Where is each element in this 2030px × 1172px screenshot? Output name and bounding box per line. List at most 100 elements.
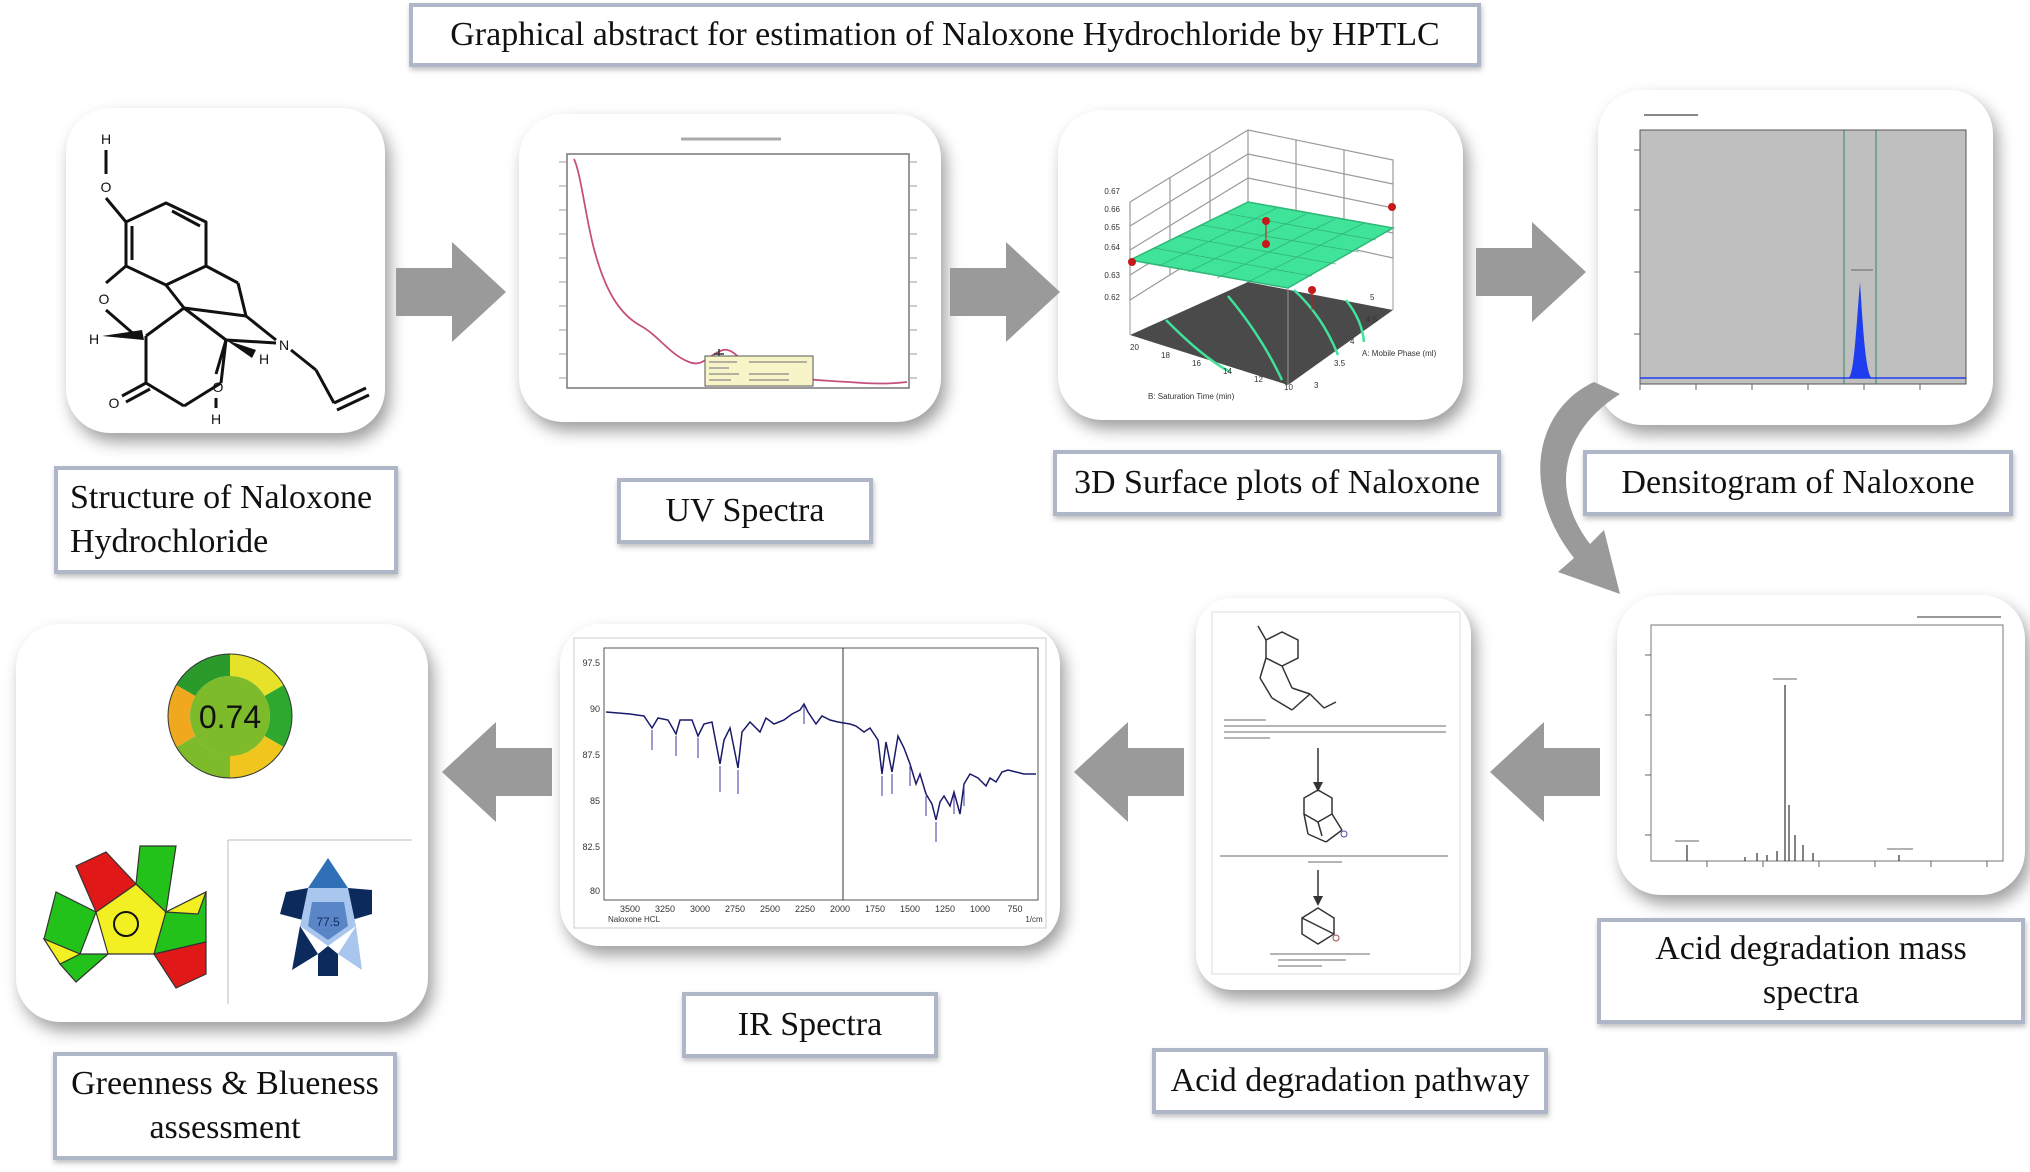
abstract-title-text: Graphical abstract for estimation of Nal… bbox=[450, 16, 1440, 53]
ir-transmittance-trace bbox=[605, 702, 1036, 821]
z-tick-2: 0.66 bbox=[1104, 205, 1120, 214]
label-structure: Structure of Naloxone Hydrochloride bbox=[54, 466, 398, 574]
degradation-pathway-card bbox=[1196, 598, 1471, 990]
ir-x-tick-7: 2000 bbox=[830, 904, 850, 914]
agree-score: 0.74 bbox=[199, 699, 261, 735]
a-tick-4: 3.5 bbox=[1334, 359, 1346, 368]
atom-n: N bbox=[279, 337, 289, 353]
naloxone-structure-drawing: H O O H O N H O H bbox=[89, 131, 370, 427]
ir-x-tick-10: 1250 bbox=[935, 904, 955, 914]
intermediate-structure bbox=[1303, 789, 1343, 843]
response-floor bbox=[1130, 282, 1393, 385]
axis-a-label: A: Mobile Phase (ml) bbox=[1362, 349, 1437, 358]
atom-h-top: H bbox=[101, 131, 111, 147]
atom-o-hydroxyl: O bbox=[213, 379, 224, 395]
ir-x-tick-1: 3500 bbox=[620, 904, 640, 914]
b-tick-1: 20 bbox=[1130, 343, 1139, 352]
uv-info-box bbox=[704, 355, 814, 387]
a-tick-3: 4 bbox=[1350, 337, 1355, 346]
label-densitogram-text: Densitogram of Naloxone bbox=[1621, 464, 1975, 501]
ir-x-tick-5: 2500 bbox=[760, 904, 780, 914]
a-tick-1: 5 bbox=[1370, 293, 1375, 302]
atom-o-ring: O bbox=[99, 291, 110, 307]
z-tick-5: 0.63 bbox=[1104, 271, 1120, 280]
bagi-score: 77.5 bbox=[316, 915, 340, 929]
mass-spectrum-plot bbox=[1645, 616, 2004, 867]
z-tick-4: 0.64 bbox=[1104, 243, 1120, 252]
atom-h-n: H bbox=[259, 351, 269, 367]
b-tick-2: 18 bbox=[1161, 351, 1170, 360]
label-mass-spectra-line2: spectra bbox=[1762, 974, 1860, 1011]
arrow-pathway-to-ir bbox=[1074, 722, 1184, 822]
mass-peaks bbox=[1686, 685, 1900, 861]
b-tick-5: 12 bbox=[1254, 375, 1263, 384]
label-uv-spectra-text: UV Spectra bbox=[665, 492, 825, 529]
label-mass-spectra: Acid degradation mass spectra bbox=[1597, 918, 2025, 1024]
gapi-pictogram bbox=[42, 845, 208, 989]
label-greenness-line1: Greenness & Blueness bbox=[71, 1065, 379, 1102]
greenness-card: 0.74 77.5 bbox=[16, 624, 428, 1022]
ir-spectrum-plot: 97.5 90 87.5 85 82.5 80 3500 3250 3000 2… bbox=[573, 637, 1047, 929]
ir-x-tick-3: 3000 bbox=[690, 904, 710, 914]
ir-x-tick-11: 1000 bbox=[970, 904, 990, 914]
ir-y-tick-2: 90 bbox=[590, 704, 600, 714]
label-structure-line1: Structure of Naloxone bbox=[70, 479, 373, 516]
arrow-ir-to-greenness bbox=[442, 722, 552, 822]
ir-x-unit: 1/cm bbox=[1025, 915, 1043, 924]
abstract-title: Graphical abstract for estimation of Nal… bbox=[409, 3, 1481, 67]
greenness-metrics: 0.74 77.5 bbox=[42, 653, 412, 1004]
ir-x-tick-12: 750 bbox=[1007, 904, 1022, 914]
z-tick-3: 0.65 bbox=[1104, 223, 1120, 232]
atom-h-left: H bbox=[89, 331, 99, 347]
axis-b-label: B: Saturation Time (min) bbox=[1148, 392, 1235, 401]
ir-y-tick-4: 85 bbox=[590, 796, 600, 806]
a-tick-2: 4.5 bbox=[1366, 315, 1378, 324]
surface-plot-3d: 0.67 0.66 0.65 0.64 0.63 0.62 5 4.5 4 3.… bbox=[1104, 129, 1437, 401]
label-uv-spectra: UV Spectra bbox=[617, 478, 873, 544]
label-densitogram: Densitogram of Naloxone bbox=[1583, 450, 2013, 516]
a-tick-5: 3 bbox=[1314, 381, 1319, 390]
uv-spectra-card bbox=[519, 114, 941, 422]
arrow-structure-to-uv bbox=[396, 242, 506, 342]
atom-o-top: O bbox=[101, 179, 112, 195]
densitogram-plot bbox=[1634, 114, 1967, 390]
ir-caption: Naloxone HCL bbox=[608, 915, 661, 924]
ir-y-tick-5: 82.5 bbox=[582, 842, 600, 852]
atom-h-hydroxyl: H bbox=[211, 411, 221, 427]
label-structure-line2: Hydrochloride bbox=[70, 523, 269, 560]
uv-absorbance-trace bbox=[573, 158, 908, 385]
bagi-pictogram: 77.5 bbox=[280, 858, 372, 976]
ir-x-tick-2: 3250 bbox=[655, 904, 675, 914]
uv-left-ticks bbox=[559, 161, 917, 379]
b-tick-3: 16 bbox=[1192, 359, 1201, 368]
naloxone-peak bbox=[1848, 282, 1872, 378]
agree-pictogram: 0.74 bbox=[167, 653, 293, 779]
label-degradation-pathway: Acid degradation pathway bbox=[1152, 1048, 1548, 1114]
structure-card: H O O H O N H O H bbox=[66, 108, 385, 433]
product-structure bbox=[1301, 907, 1335, 945]
atom-o-keto: O bbox=[109, 395, 120, 411]
label-surface-plot-text: 3D Surface plots of Naloxone bbox=[1073, 464, 1480, 501]
degradation-pathway-drawing bbox=[1211, 611, 1461, 975]
ir-x-tick-4: 2750 bbox=[725, 904, 745, 914]
label-surface-plot: 3D Surface plots of Naloxone bbox=[1053, 450, 1501, 516]
ir-y-tick-3: 87.5 bbox=[582, 750, 600, 760]
ir-x-tick-8: 1750 bbox=[865, 904, 885, 914]
mass-spectra-card bbox=[1617, 595, 2025, 895]
z-tick-6: 0.62 bbox=[1104, 293, 1120, 302]
label-ir-spectra-text: IR Spectra bbox=[737, 1006, 883, 1043]
ir-x-tick-9: 1500 bbox=[900, 904, 920, 914]
label-degradation-pathway-text: Acid degradation pathway bbox=[1170, 1062, 1530, 1099]
arrow-mass-to-pathway bbox=[1490, 722, 1600, 822]
ir-spectra-card: 97.5 90 87.5 85 82.5 80 3500 3250 3000 2… bbox=[560, 624, 1060, 946]
label-ir-spectra: IR Spectra bbox=[682, 992, 938, 1058]
uv-spectra-plot bbox=[559, 137, 917, 389]
ir-y-tick-1: 97.5 bbox=[582, 658, 600, 668]
parent-structure bbox=[1257, 625, 1337, 711]
surface-plot-card: 0.67 0.66 0.65 0.64 0.63 0.62 5 4.5 4 3.… bbox=[1058, 110, 1463, 420]
label-mass-spectra-line1: Acid degradation mass bbox=[1655, 930, 1967, 967]
ir-x-tick-6: 2250 bbox=[795, 904, 815, 914]
z-tick-1: 0.67 bbox=[1104, 187, 1120, 196]
b-tick-4: 14 bbox=[1223, 367, 1232, 376]
label-greenness-line2: assessment bbox=[149, 1109, 301, 1146]
